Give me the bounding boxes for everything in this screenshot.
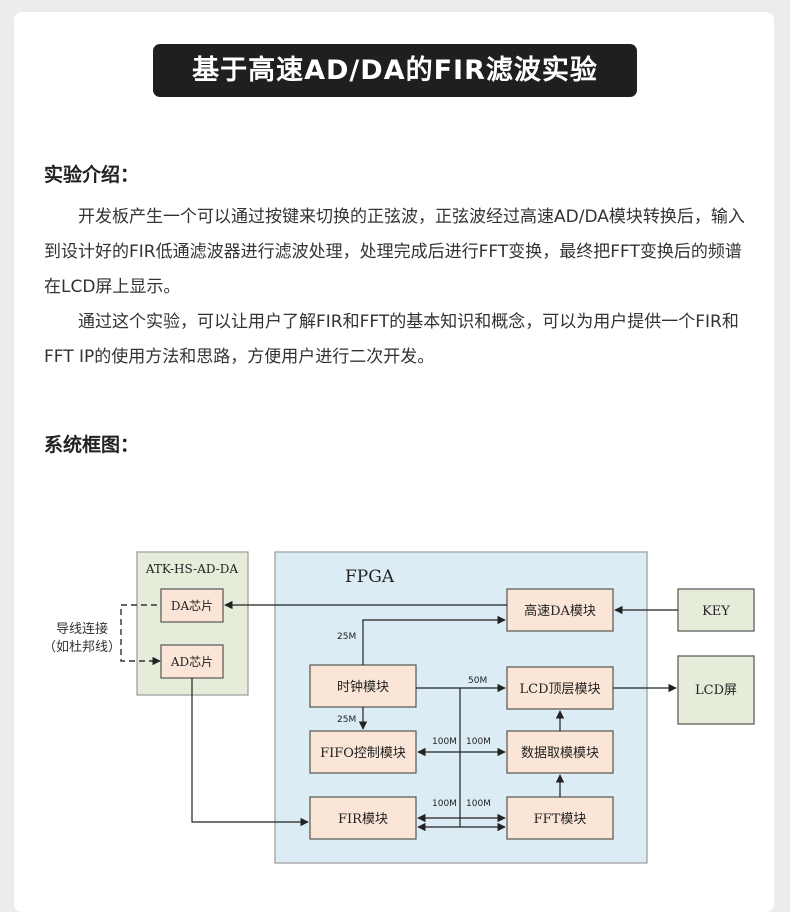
fft-label: FFT模块 <box>534 812 587 827</box>
intro-paragraph-2: 通过这个实验，可以让用户了解FIR和FFT的基本知识和概念，可以为用户提供一个F… <box>44 312 739 367</box>
freq-25m-top: 25M <box>337 632 356 642</box>
clock-to-hsda-arrow <box>362 615 506 665</box>
lcd-screen-block <box>677 655 755 725</box>
data-block <box>506 730 614 774</box>
clock-block <box>309 664 417 708</box>
wire-dashed-bracket <box>120 604 157 662</box>
lcd-top-block <box>506 666 614 710</box>
page-title: 基于高速AD/DA的FIR滤波实验 <box>153 44 637 97</box>
fir-block <box>309 796 417 840</box>
freq-100m-b: 100M <box>466 737 491 747</box>
fir-label: FIR模块 <box>338 812 388 827</box>
fft-block <box>506 796 614 840</box>
lcd-screen-label: LCD屏 <box>695 683 737 698</box>
intro-paragraph-1: 开发板产生一个可以通过按键来切换的正弦波，正弦波经过高速AD/DA模块转换后，输… <box>44 207 745 297</box>
diagram-heading: 系统框图： <box>44 434 140 456</box>
freq-100m-a: 100M <box>432 737 457 747</box>
freq-100m-d: 100M <box>466 799 491 809</box>
fifo-block <box>309 730 417 774</box>
intro-text: 开发板产生一个可以通过按键来切换的正弦波，正弦波经过高速AD/DA模块转换后，输… <box>44 200 752 375</box>
key-block <box>677 588 755 632</box>
ad-chip-label: AD芯片 <box>170 655 213 669</box>
key-label: KEY <box>702 604 730 619</box>
fifo-label: FIFO控制模块 <box>320 746 406 761</box>
fpga-label: FPGA <box>345 567 395 587</box>
ad-to-fir-arrow <box>191 678 309 827</box>
hs-da-block <box>506 588 614 632</box>
da-chip-block <box>160 588 224 623</box>
intro-heading: 实验介绍： <box>44 164 140 186</box>
clock-label: 时钟模块 <box>337 679 389 695</box>
freq-50m: 50M <box>468 676 487 686</box>
freq-25m-bottom: 25M <box>337 715 356 725</box>
wire-label-line2: （如杜邦线） <box>43 639 121 655</box>
freq-100m-c: 100M <box>432 799 457 809</box>
lcd-top-label: LCD顶层模块 <box>519 682 600 697</box>
da-chip-label: DA芯片 <box>171 599 213 613</box>
data-label: 数据取模模块 <box>521 746 599 761</box>
hs-da-label: 高速DA模块 <box>524 603 596 619</box>
board-label: ATK-HS-AD-DA <box>145 562 239 576</box>
wire-label-line1: 导线连接 <box>56 621 108 637</box>
